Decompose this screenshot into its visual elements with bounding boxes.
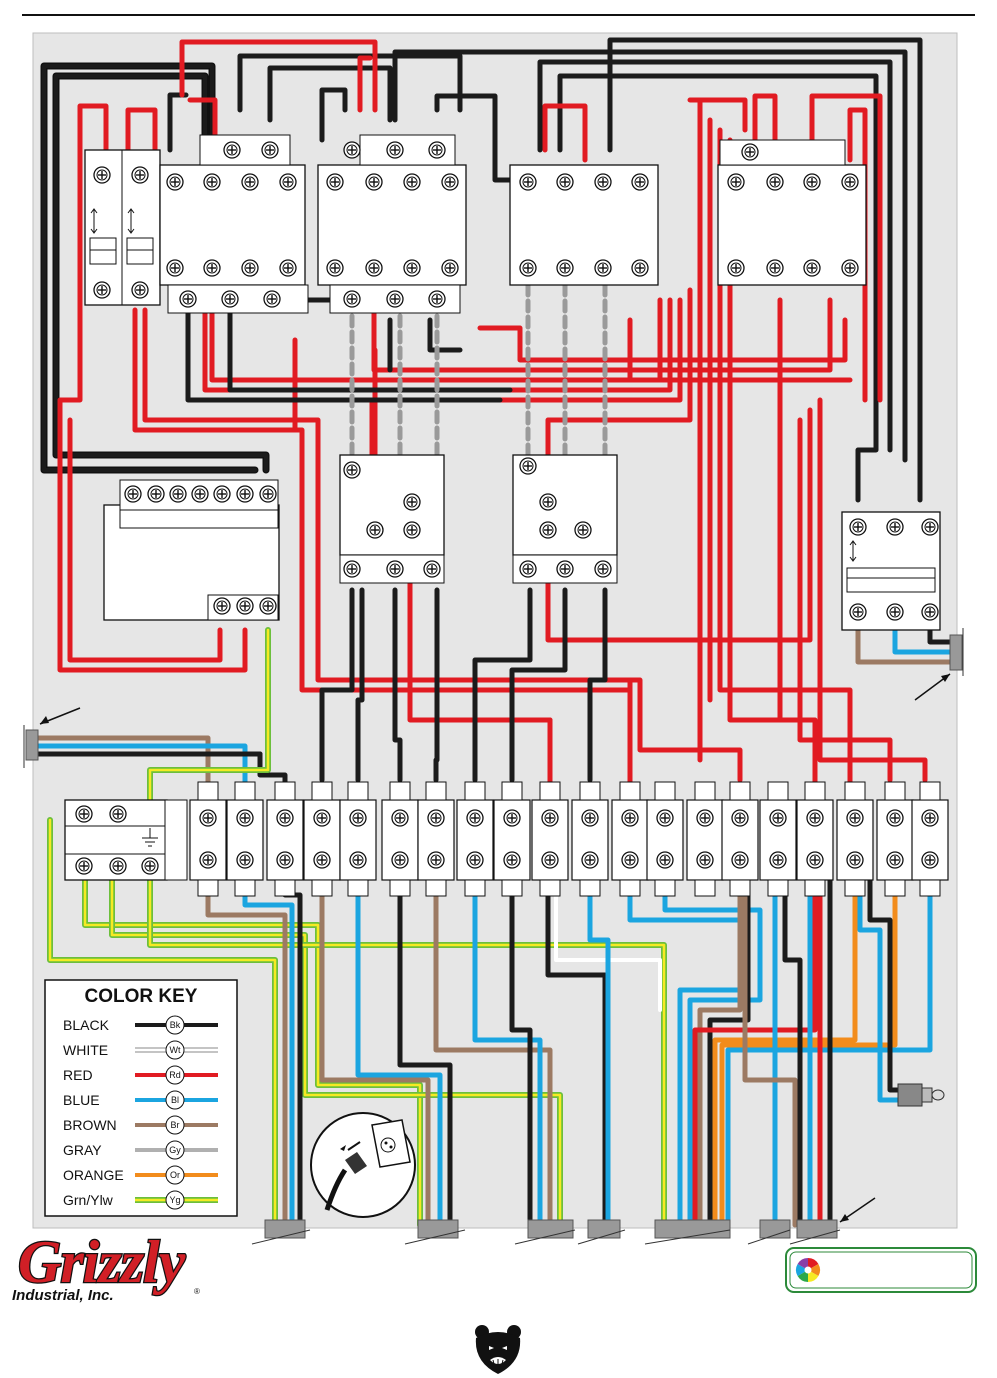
brand-subtitle: Industrial, Inc. [12, 1287, 114, 1304]
color-key-title: COLOR KEY [85, 986, 198, 1007]
color-key-label: WHITE [63, 1042, 108, 1058]
color-key-label: BLACK [63, 1017, 110, 1033]
color-key-label: Grn/Ylw [63, 1192, 114, 1208]
overload-relay-2 [513, 455, 617, 583]
wire-black [436, 590, 437, 780]
color-key-label: BROWN [63, 1117, 117, 1133]
color-key-label: GRAY [63, 1142, 102, 1158]
color-key-abbr: Or [170, 1170, 180, 1180]
overload-relay-1 [340, 455, 444, 583]
ground-terminal-block [65, 800, 187, 880]
color-key-abbr: Bk [170, 1020, 181, 1030]
color-key-abbr: Yg [169, 1195, 180, 1205]
contactor-4 [718, 140, 866, 285]
color-key-abbr: Bl [171, 1095, 179, 1105]
main-circuit-breaker [842, 512, 940, 630]
color-badge [786, 1248, 976, 1292]
control-fuse-block [85, 150, 160, 305]
color-wheel-icon [796, 1258, 820, 1282]
bear-logo-icon [475, 1325, 521, 1374]
contactor-3 [510, 165, 658, 285]
grizzly-logo: Grizzly Industrial, Inc. ® [12, 1229, 200, 1304]
color-key-label: ORANGE [63, 1167, 124, 1183]
color-key-label: RED [63, 1067, 93, 1083]
brand-name: Grizzly [18, 1229, 186, 1295]
color-key-abbr: Gy [169, 1145, 181, 1155]
color-key-abbr: Br [171, 1120, 180, 1130]
color-key-abbr: Wt [170, 1045, 181, 1055]
color-key-abbr: Rd [169, 1070, 181, 1080]
brand-registered: ® [194, 1287, 200, 1296]
transformer [104, 480, 279, 620]
color-key-label: BLUE [63, 1092, 100, 1108]
plug-outlet-icon [311, 1113, 415, 1217]
